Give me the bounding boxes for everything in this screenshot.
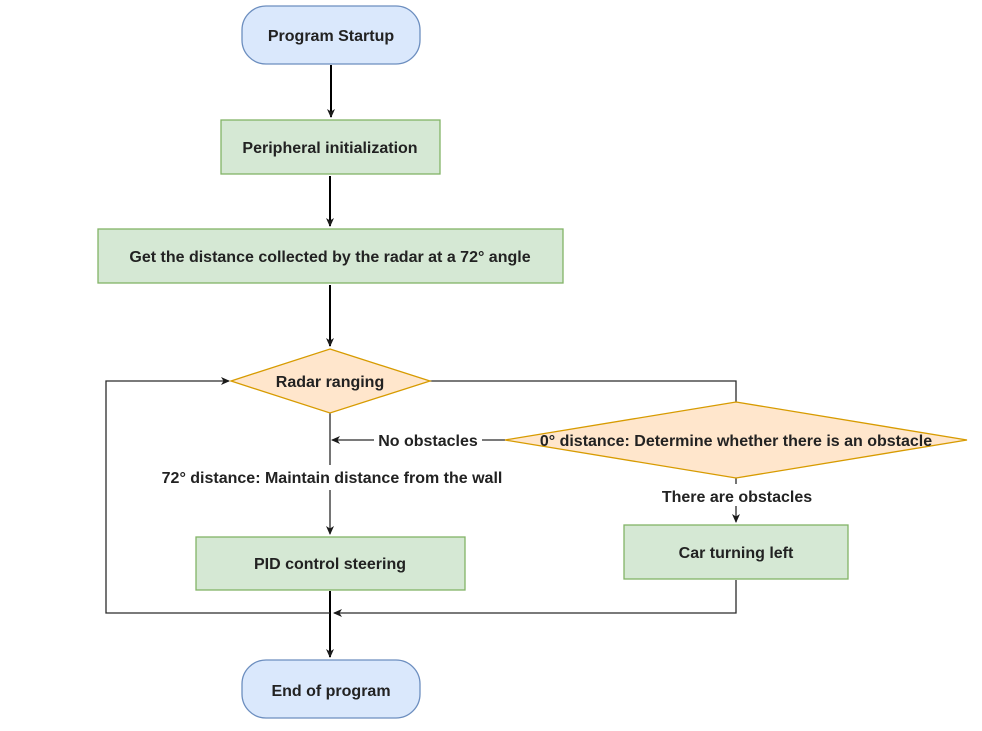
node-program-startup-label: Program Startup [268,28,394,45]
node-radar-ranging: Radar ranging [228,348,433,414]
node-program-startup: Program Startup [241,5,421,65]
node-pid-control-steering: PID control steering [195,536,466,591]
node-pid-control-steering-label: PID control steering [254,556,406,573]
node-end-of-program-label: End of program [271,683,390,700]
edge-radar-to-obstacle-check [430,380,737,402]
node-radar-ranging-label: Radar ranging [276,374,384,391]
node-peripheral-initialization: Peripheral initialization [220,119,441,175]
node-get-distance-label: Get the distance collected by the radar … [129,249,530,266]
edge-label-no-obstacles: No obstacles [378,433,478,450]
edge-loop-back-to-radar [105,377,330,614]
node-obstacle-check-label: 0° distance: Determine whether there is … [540,433,932,450]
edge-label-maintain-distance: 72° distance: Maintain distance from the… [162,470,503,487]
node-end-of-program: End of program [241,659,421,719]
node-car-turning-left-label: Car turning left [679,545,794,562]
node-obstacle-check: 0° distance: Determine whether there is … [504,401,968,479]
node-peripheral-initialization-label: Peripheral initialization [242,140,417,157]
edge-turn-left-return [333,580,737,617]
node-car-turning-left: Car turning left [623,524,849,580]
node-get-distance: Get the distance collected by the radar … [97,228,564,284]
edge-label-there-are-obstacles: There are obstacles [662,489,812,506]
